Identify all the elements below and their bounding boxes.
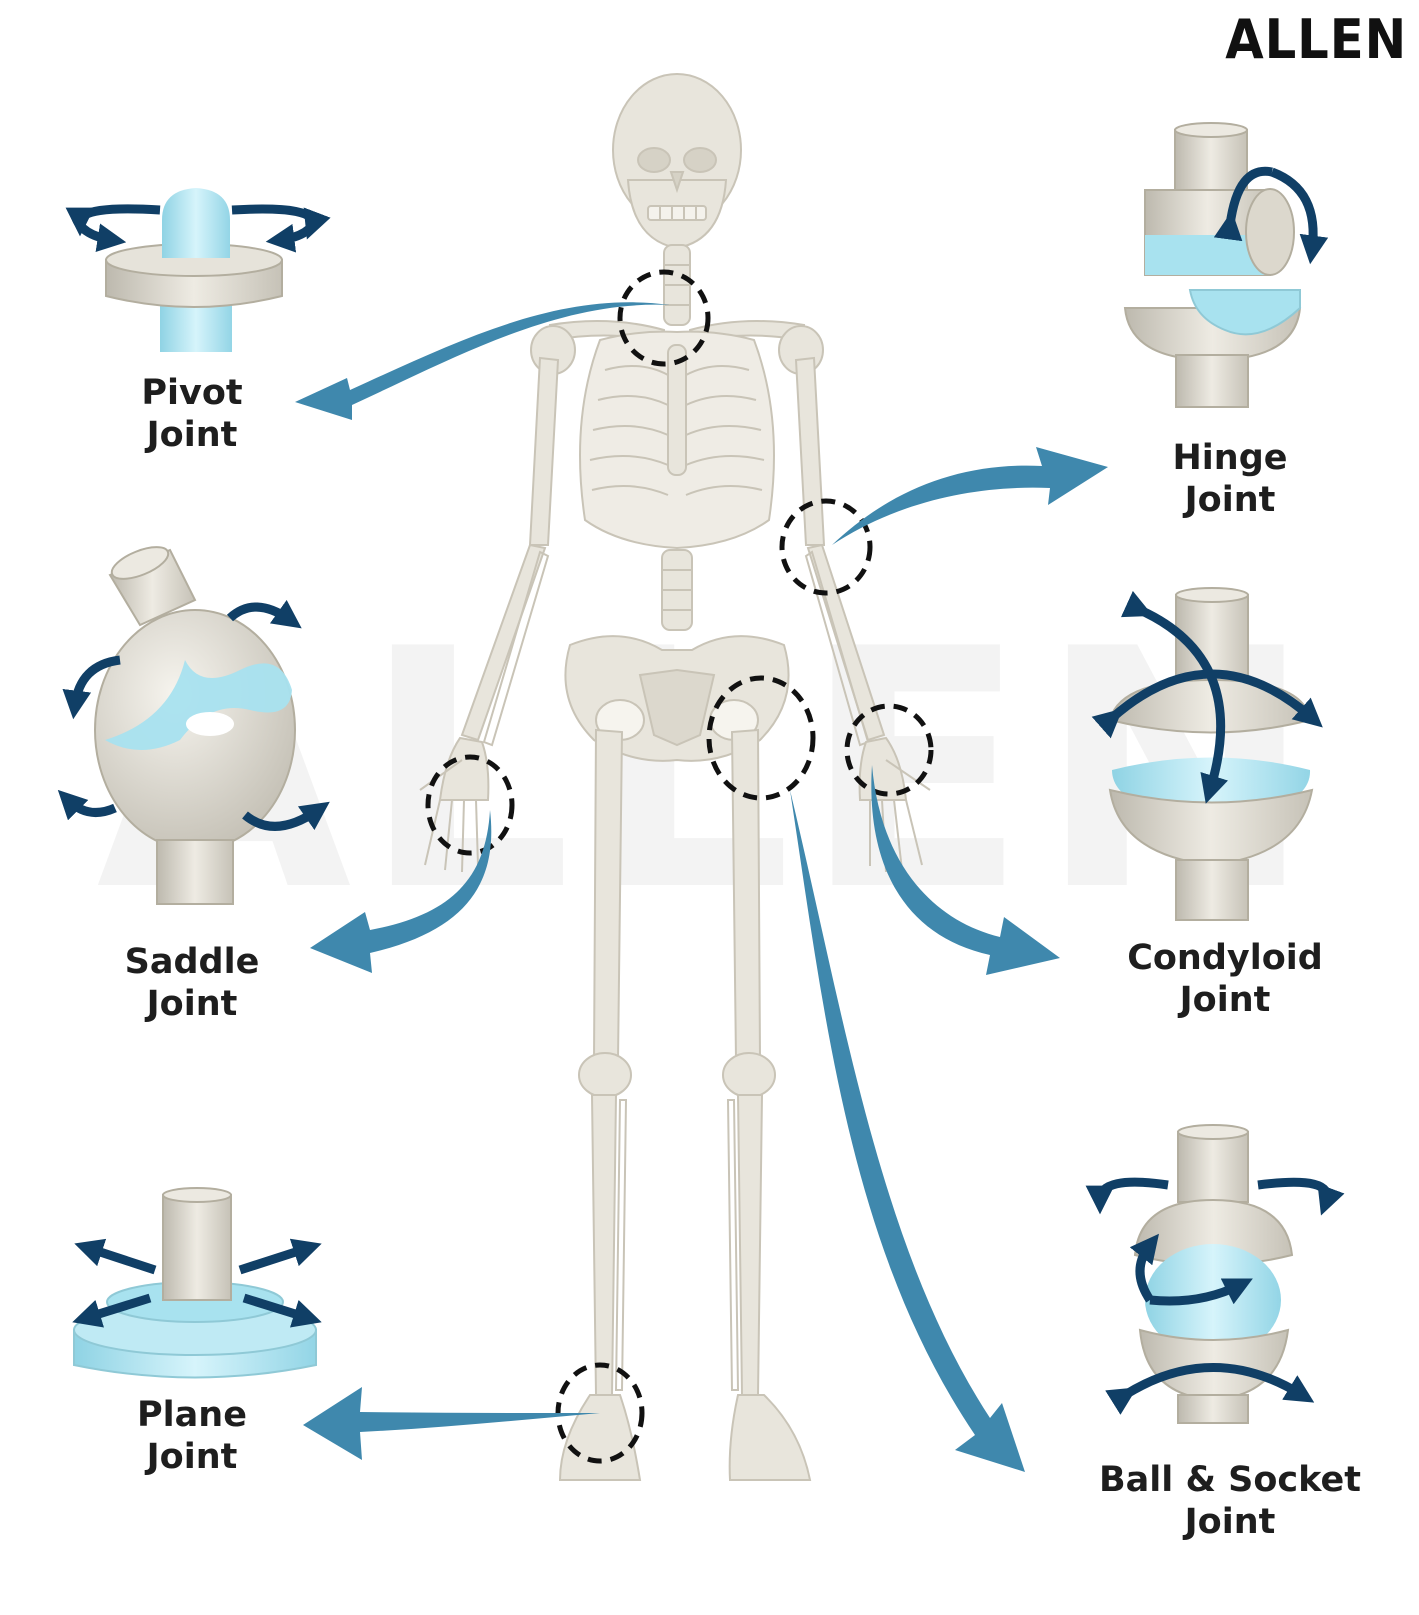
wrist-joint-circle-right (844, 703, 934, 797)
condyloid-joint-label: Condyloid Joint (1090, 937, 1360, 1021)
pivot-joint-icon (65, 188, 331, 352)
skeleton-illustration (419, 73, 931, 1481)
plane-joint-icon (72, 1187, 322, 1379)
hinge-joint-icon (1123, 122, 1329, 408)
condyloid-joint-icon (1091, 587, 1323, 921)
skull (612, 73, 742, 250)
plane-joint-label-line1: Plane (137, 1395, 247, 1435)
saddle-joint-icon (57, 546, 330, 905)
hinge-joint-label-line2: Joint (1184, 480, 1276, 520)
ball-socket-joint-label-line2: Joint (1184, 1502, 1276, 1542)
condyloid-pointer-arrow (871, 765, 1060, 975)
neck-joint-circle (617, 269, 711, 367)
plane-joint-label: Plane Joint (92, 1394, 292, 1478)
pivot-joint-label-line2: Joint (146, 415, 238, 455)
saddle-pointer-arrow (310, 810, 492, 973)
elbow-joint-circle (779, 498, 873, 596)
saddle-joint-label: Saddle Joint (82, 941, 302, 1025)
hip-joint-circle (706, 675, 816, 801)
pivot-joint-label: Pivot Joint (92, 372, 292, 456)
wrist-joint-circle-left (425, 754, 515, 856)
pivot-pointer-arrow (295, 302, 670, 420)
plane-pointer-arrow (303, 1387, 600, 1460)
hinge-pointer-arrow (832, 447, 1108, 545)
allen-logo: ALLEN (1225, 8, 1408, 71)
hinge-joint-label: Hinge Joint (1130, 437, 1330, 521)
pivot-joint-label-line1: Pivot (141, 373, 243, 413)
joint-highlights (425, 269, 934, 1464)
ball-socket-joint-icon (1085, 1124, 1345, 1424)
plane-joint-label-line2: Joint (146, 1437, 238, 1477)
hinge-joint-label-line1: Hinge (1172, 438, 1288, 478)
pointer-arrows (295, 302, 1108, 1472)
left-hand (419, 736, 490, 873)
saddle-joint-label-line1: Saddle (124, 942, 260, 982)
ball-socket-pointer-arrow (790, 790, 1025, 1472)
condyloid-joint-label-line2: Joint (1179, 980, 1271, 1020)
saddle-joint-label-line2: Joint (146, 984, 238, 1024)
condyloid-joint-label-line1: Condyloid (1127, 938, 1323, 978)
ball-socket-joint-label-line1: Ball & Socket (1099, 1460, 1361, 1500)
ball-socket-joint-label: Ball & Socket Joint (1080, 1459, 1380, 1543)
